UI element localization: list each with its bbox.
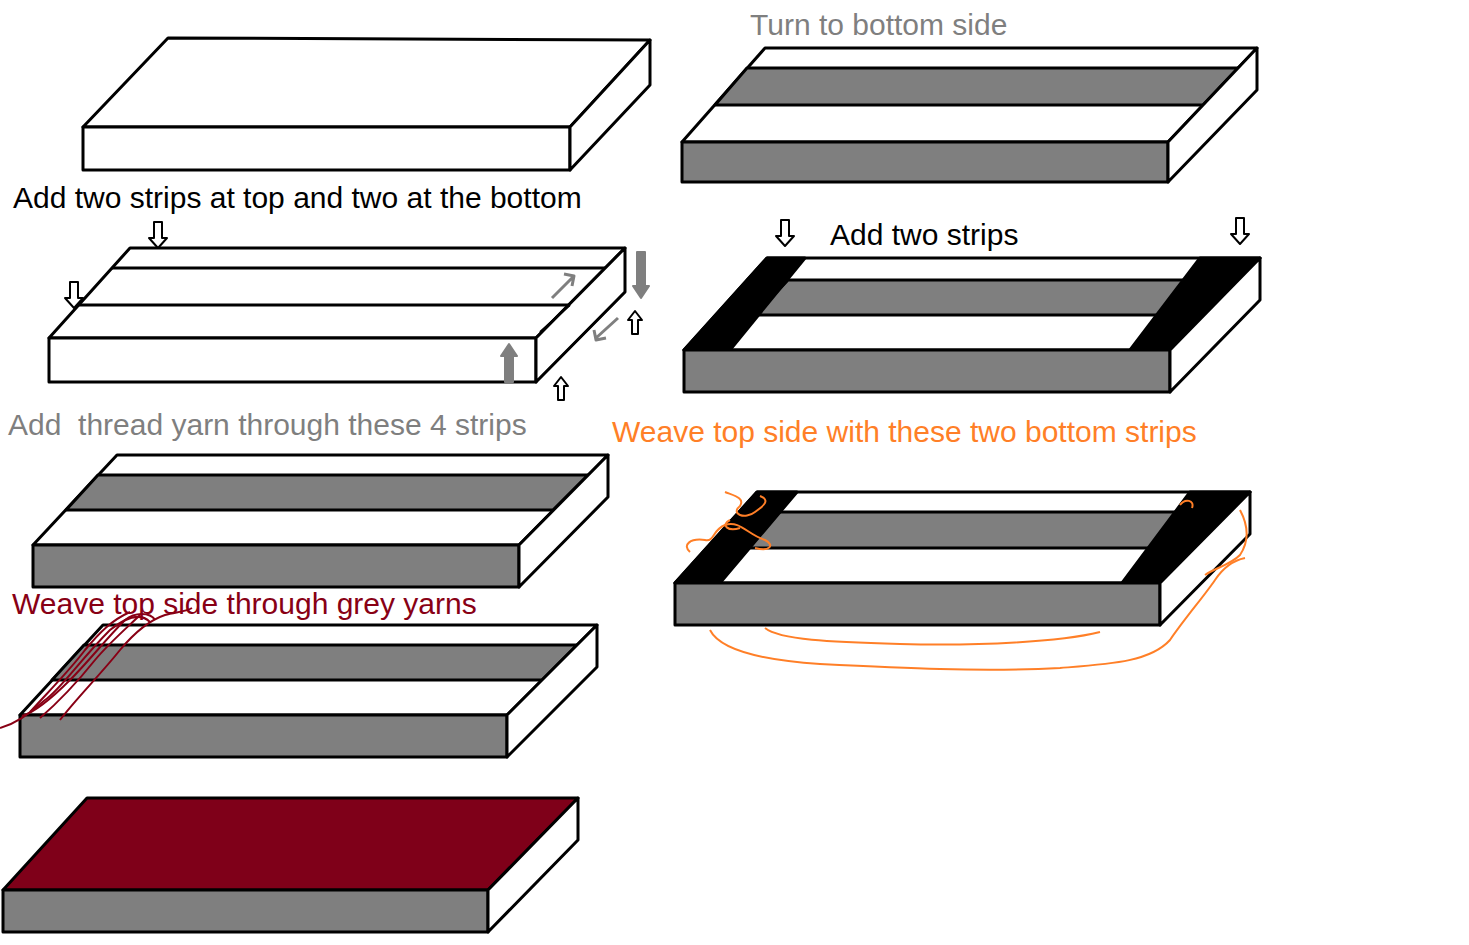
red-yarn-part (30, 612, 130, 712)
board-with-strips-part (79, 304, 570, 307)
step-caption: Add thread yarn through these 4 strips (8, 408, 527, 442)
plain-board-part (83, 38, 650, 127)
plain-board-part (570, 40, 650, 170)
board-with-strips-part (112, 267, 605, 270)
red-yarn (0, 608, 192, 728)
orange-yarn-part (1180, 501, 1247, 575)
strip-arrows-part (628, 311, 642, 334)
threaded-board (33, 455, 608, 587)
woven-board-part (507, 625, 597, 757)
board-with-end-strips-part (1170, 258, 1260, 392)
board-with-end-strips (684, 258, 1260, 392)
threaded-board-part (33, 455, 608, 545)
step-caption: Turn to bottom side (750, 8, 1007, 42)
step-caption: Weave top side with these two bottom str… (612, 415, 1197, 449)
end-strip-arrows-part (1231, 218, 1249, 244)
finished-cushion-part (3, 890, 488, 932)
threaded-board-part (519, 455, 608, 587)
weaving-bottom-board-part (675, 492, 797, 583)
weaving-bottom-board-part (675, 583, 1160, 625)
strip-arrows-part (594, 318, 618, 340)
step-caption: Weave top side through grey yarns (12, 587, 477, 621)
weaving-bottom-board-part (1160, 492, 1250, 625)
orange-yarn-part (710, 558, 1245, 670)
finished-cushion (3, 798, 578, 932)
strip-arrows-part (633, 252, 649, 298)
board-with-strips (49, 248, 625, 382)
finished-cushion-part (488, 798, 578, 932)
board-with-end-strips-part (684, 258, 1260, 350)
red-yarn-part (40, 615, 140, 718)
board-with-strips-part (49, 248, 625, 338)
threaded-board-part (66, 475, 588, 510)
orange-yarn-part (725, 492, 765, 516)
bottom-side-board-part (682, 48, 1257, 142)
board-with-strips-part (540, 292, 625, 378)
woven-board (20, 625, 597, 757)
board-with-strips-part (540, 305, 570, 332)
bottom-side-board-part (1168, 48, 1257, 182)
bottom-side-board-part (682, 142, 1168, 182)
weaving-bottom-board (675, 492, 1250, 625)
orange-yarn (687, 492, 1247, 670)
end-strip-arrows-part (776, 220, 794, 246)
board-with-end-strips-part (684, 258, 805, 350)
woven-board-part (20, 715, 507, 757)
step-caption: Add two strips (830, 218, 1018, 252)
weaving-bottom-board-part (675, 492, 1250, 583)
plain-board (83, 38, 650, 170)
strip-arrows-part (149, 222, 167, 248)
plain-board-part (83, 127, 570, 170)
red-yarn-part (0, 617, 150, 728)
strip-arrows-part (554, 377, 568, 400)
bottom-side-board-part (715, 68, 1238, 105)
strip-arrows-part (65, 282, 83, 308)
bottom-side-board (682, 48, 1257, 182)
step-caption: Add two strips at top and two at the bot… (13, 181, 582, 215)
board-with-strips-part (49, 338, 536, 382)
red-yarn-part (60, 608, 192, 720)
strip-arrows-part (552, 274, 574, 298)
woven-board-part (52, 645, 577, 680)
strip-arrows-part (501, 344, 517, 382)
finished-cushion-part (3, 798, 578, 890)
threaded-board-part (33, 545, 519, 587)
red-yarn-part (22, 614, 155, 716)
orange-yarn-part (765, 628, 1100, 645)
orange-yarn-part (725, 520, 740, 529)
board-with-end-strips-part (684, 350, 1170, 392)
strip-arrows (65, 222, 649, 400)
